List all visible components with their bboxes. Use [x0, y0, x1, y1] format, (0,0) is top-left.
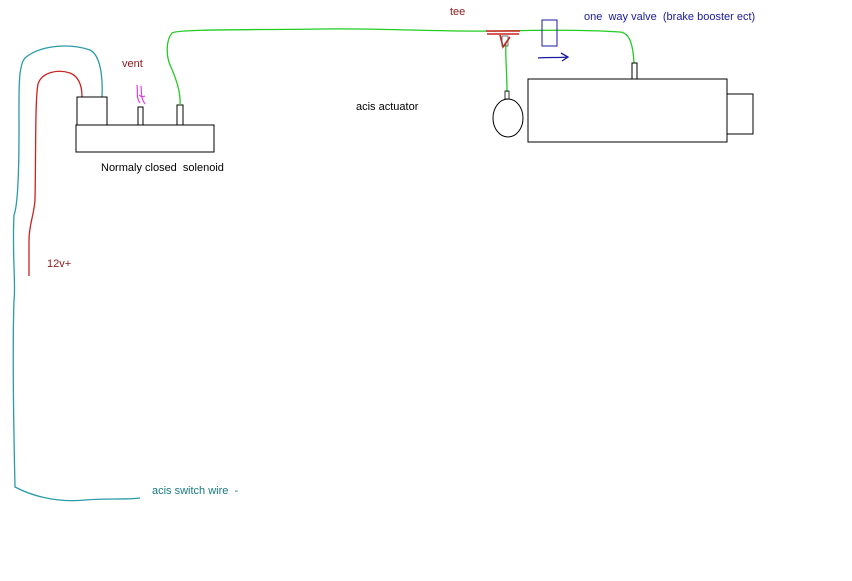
tee-drop-line	[505, 41, 508, 93]
solenoid-body	[75, 124, 215, 153]
booster-side-cap	[726, 93, 754, 135]
vent-label: vent	[122, 58, 143, 70]
switch-wire-label: acis switch wire -	[152, 485, 239, 497]
one-way-valve	[541, 19, 558, 47]
solenoid-vent-port	[137, 106, 144, 126]
acis-actuator	[492, 98, 524, 138]
brake-booster-box	[527, 78, 728, 143]
switch-wire	[12, 45, 141, 502]
tee-stub	[501, 35, 509, 47]
tee-label: tee	[450, 6, 466, 18]
tee-fitting	[486, 30, 520, 49]
booster-vacuum-port	[631, 62, 638, 80]
vent-mark	[136, 84, 146, 105]
flow-arrow	[537, 52, 570, 62]
solenoid-label: Normaly closed solenoid	[101, 162, 224, 174]
acis-actuator-label: acis actuator	[356, 101, 419, 113]
power-wire	[28, 70, 83, 276]
one-way-valve-label: one way valve (brake booster ect)	[584, 11, 756, 23]
solenoid-vacuum-port	[176, 104, 184, 126]
power-label: 12v+	[47, 258, 72, 270]
actuator-nipple	[504, 90, 510, 100]
solenoid-coil-connector	[76, 96, 108, 126]
vacuum-line	[166, 28, 635, 106]
